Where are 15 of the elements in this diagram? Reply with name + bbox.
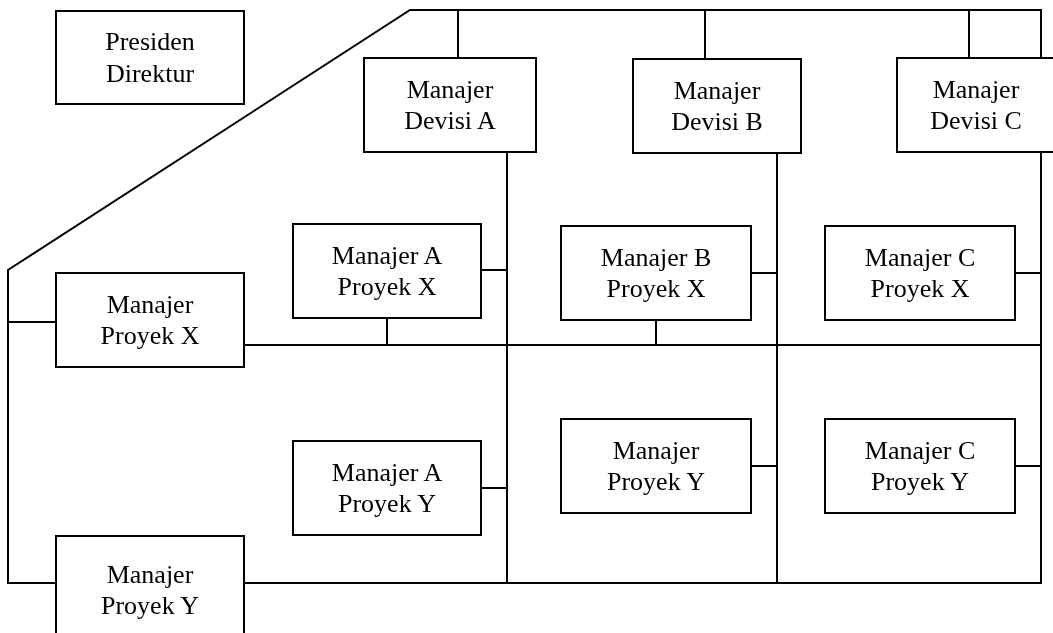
role-box: Manajer Proyek Y — [55, 535, 245, 633]
connector-line — [7, 9, 459, 323]
role-box: Manajer A Proyek X — [292, 223, 482, 319]
connector-line — [7, 321, 56, 584]
role-box: Manajer Devisi B — [632, 58, 802, 154]
role-box: Manajer Devisi A — [363, 57, 537, 153]
role-box: Manajer B Proyek X — [560, 225, 752, 321]
role-box: Manajer Proyek X — [55, 272, 245, 368]
role-box: Manajer C Proyek Y — [824, 418, 1016, 514]
connector-line — [704, 9, 1042, 59]
role-box: Presiden Direktur — [55, 10, 245, 105]
role-box: Manajer Proyek Y — [560, 418, 752, 514]
role-box: Manajer A Proyek Y — [292, 440, 482, 536]
role-box: Manajer Devisi C — [896, 57, 1053, 153]
role-box: Manajer C Proyek X — [824, 225, 1016, 321]
